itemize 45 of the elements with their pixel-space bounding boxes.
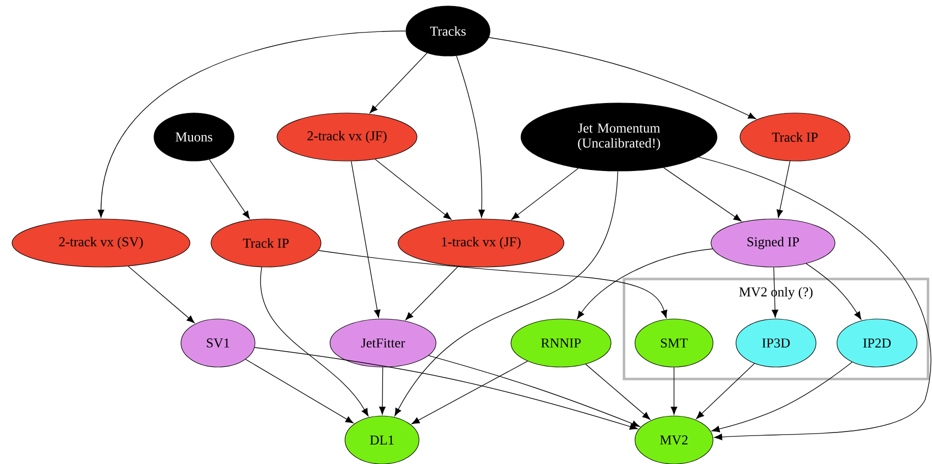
- arrow: [318, 250, 668, 318]
- ellipse-node: IP3D: [736, 318, 816, 368]
- ellipse-node: Signed IP: [710, 218, 836, 268]
- ellipse-node: Track IP: [210, 218, 322, 268]
- arrow: [412, 360, 528, 424]
- ellipse-node: Track IP: [740, 112, 850, 162]
- arrow: [456, 55, 485, 218]
- arrow: [379, 366, 386, 415]
- arrow: [663, 167, 742, 222]
- arrow: [98, 30, 406, 218]
- ellipse-node: SV1: [180, 318, 256, 368]
- arrow: [374, 158, 452, 220]
- arrow: [254, 347, 638, 430]
- arrow: [806, 263, 862, 320]
- arrow: [394, 170, 618, 416]
- arrow: [698, 156, 931, 440]
- arrow: [576, 248, 713, 320]
- arrow: [712, 362, 852, 432]
- arrow: [260, 266, 369, 416]
- ellipse-node: JetFitter: [330, 318, 436, 368]
- arrow: [128, 266, 195, 324]
- arrow: [511, 168, 579, 220]
- ellipse-node: 2-track vx (JF): [276, 112, 418, 162]
- ellipse-node: Muons: [154, 112, 234, 162]
- arrow: [370, 52, 428, 114]
- ellipse-node: IP2D: [836, 318, 918, 368]
- arrow: [405, 266, 458, 320]
- arrow: [776, 160, 790, 218]
- arrow: [428, 355, 640, 427]
- arrow: [245, 358, 354, 424]
- ellipse-node: MV2: [634, 416, 714, 464]
- ellipse-node: RNNIP: [510, 318, 612, 368]
- ellipse-node: Tracks: [406, 6, 490, 56]
- ellipse-node: 2-track vx (SV): [12, 218, 190, 268]
- arrow: [208, 159, 250, 219]
- ellipse-node: 1-track vx (JF): [398, 218, 564, 268]
- arrow: [350, 160, 380, 318]
- ellipse-node: Jet Momentum (Uncalibrated!): [520, 102, 718, 172]
- arrow: [696, 363, 755, 420]
- arrow: [585, 364, 650, 420]
- ellipse-node: SMT: [634, 318, 714, 368]
- ellipse-node: DL1: [344, 416, 420, 464]
- arrow: [670, 366, 678, 415]
- arrow: [488, 37, 756, 120]
- arrow: [772, 266, 778, 318]
